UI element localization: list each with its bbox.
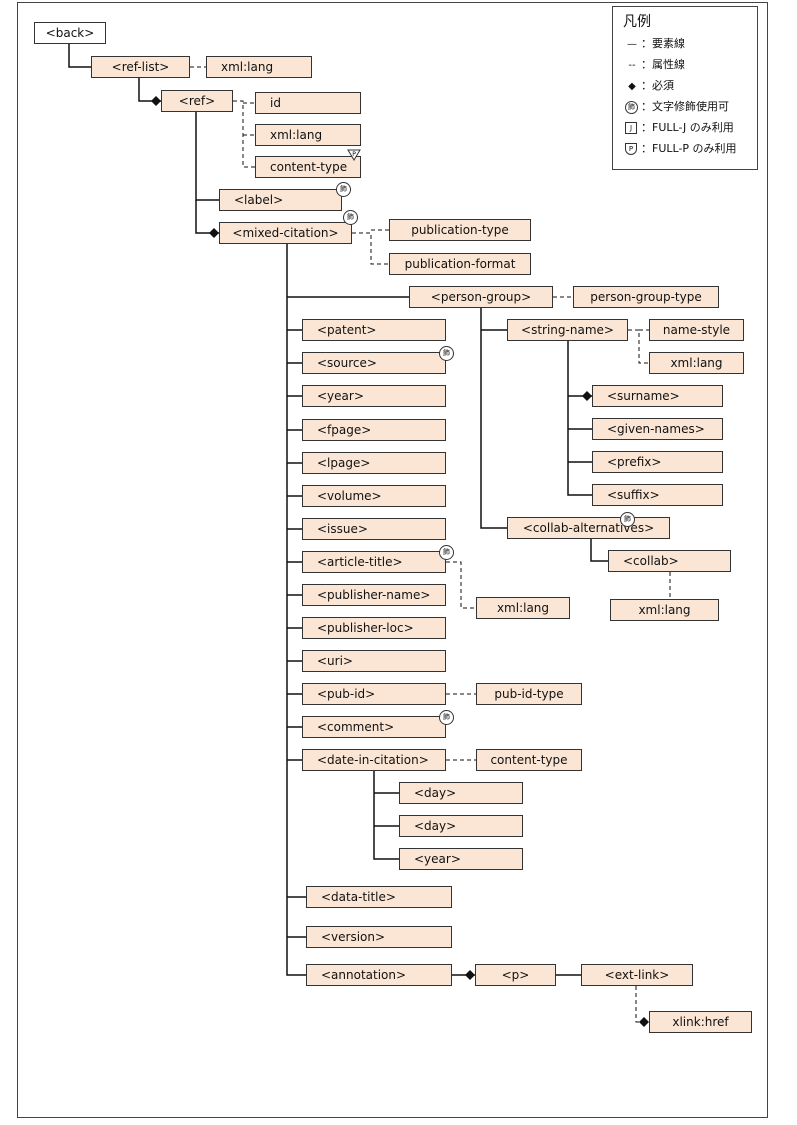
element-line-icon: — [627,39,637,50]
attr-collab-xml-lang: xml:lang [610,599,719,621]
legend-full-j: J：FULL-J のみ利用 [623,119,734,137]
node-back: <back> [34,22,106,44]
element-line [138,78,161,102]
node-comment: <comment> [302,716,446,738]
node-data-title: <data-title> [306,886,452,908]
node-ref-list: <ref-list> [91,56,190,78]
node-fpage: <fpage> [302,419,446,441]
node-source: <source> [302,352,446,374]
decoration-badge-icon: 飾 [439,710,454,725]
node-volume: <volume> [302,485,446,507]
legend-decoration: 飾：文字修飾使用可 [623,98,729,116]
node-pub-id: <pub-id> [302,683,446,705]
attr-ref-xml-lang: xml:lang [255,124,361,146]
attr-publication-type: publication-type [389,219,531,241]
node-publisher-loc: <publisher-loc> [302,617,446,639]
node-annotation: <annotation> [306,964,452,986]
legend-element-line: —：要素線 [623,35,685,53]
required-diamond-icon [151,96,161,106]
decoration-badge-icon: 飾 [439,346,454,361]
node-collab-alternatives: <collab-alternatives> [507,517,670,539]
node-year: <year> [302,385,446,407]
node-article-title: <article-title> [302,551,446,573]
node-year-2: <year> [399,848,523,870]
attr-name-style: name-style [649,319,744,341]
element-line [590,539,608,562]
attr-article-title-xml-lang: xml:lang [476,597,570,619]
full-p-only-icon: P [625,143,637,155]
element-line [373,771,399,860]
node-uri: <uri> [302,650,446,672]
node-surname: <surname> [592,385,723,407]
legend-attribute-line: --：属性線 [623,56,685,74]
decoration-badge-icon: 飾 [343,210,358,225]
attribute-line [635,986,649,1023]
node-date-in-citation: <date-in-citation> [302,749,446,771]
attr-pub-id-type: pub-id-type [476,683,582,705]
node-lpage: <lpage> [302,452,446,474]
decoration-badge-icon: 飾 [620,512,635,527]
decoration-badge-icon: 飾 [336,182,351,197]
attr-xlink-href: xlink:href [649,1011,752,1033]
node-mixed-citation: <mixed-citation> [219,222,352,244]
legend-title: 凡例 [623,14,651,30]
node-string-name: <string-name> [507,319,628,341]
element-line [567,341,592,496]
diamond-icon: ◆ [628,81,636,92]
node-label: <label> [219,189,342,211]
element-line [286,244,306,976]
element-line [480,308,507,529]
node-given-names: <given-names> [592,418,723,440]
required-diamond-icon [582,391,592,401]
full-p-only-icon: P [347,149,361,161]
node-collab: <collab> [608,550,731,572]
node-publisher-name: <publisher-name> [302,584,446,606]
attr-ref-id: id [255,92,361,114]
attr-person-group-type: person-group-type [573,286,719,308]
element-line [195,200,219,234]
legend-panel: 凡例 —：要素線 --：属性線 ◆：必須 飾：文字修飾使用可 J：FULL-J … [612,6,758,170]
attribute-line [628,329,649,364]
decoration-badge-icon: 飾 [439,545,454,560]
element-line [68,44,91,68]
legend-full-p: P：FULL-P のみ利用 [623,140,737,158]
node-p: <p> [475,964,556,986]
attribute-line [352,232,389,265]
required-diamond-icon [639,1017,649,1027]
node-prefix: <prefix> [592,451,723,473]
legend-required: ◆：必須 [623,77,674,95]
element-line [195,112,219,201]
node-ref: <ref> [161,90,233,112]
attribute-line [446,561,476,609]
svg-text:P: P [352,151,356,158]
attribute-line-icon: -- [628,60,636,71]
node-person-group: <person-group> [409,286,553,308]
attr-ref-content-type: content-type [255,156,361,178]
required-diamond-icon [209,228,219,238]
decoration-badge-icon: 飾 [625,100,638,114]
node-issue: <issue> [302,518,446,540]
node-patent: <patent> [302,319,446,341]
full-j-only-icon: J [625,122,637,134]
attr-publication-format: publication-format [389,253,531,275]
node-day-1: <day> [399,782,523,804]
node-suffix: <suffix> [592,484,723,506]
diagram-frame [17,2,768,1118]
attr-date-content-type: content-type [476,749,582,771]
node-day-2: <day> [399,815,523,837]
attr-string-name-xml-lang: xml:lang [649,352,744,374]
node-ext-link: <ext-link> [581,964,693,986]
required-diamond-icon [465,970,475,980]
attribute-line [233,100,255,168]
attr-ref-list-xml-lang: xml:lang [206,56,312,78]
node-version: <version> [306,926,452,948]
